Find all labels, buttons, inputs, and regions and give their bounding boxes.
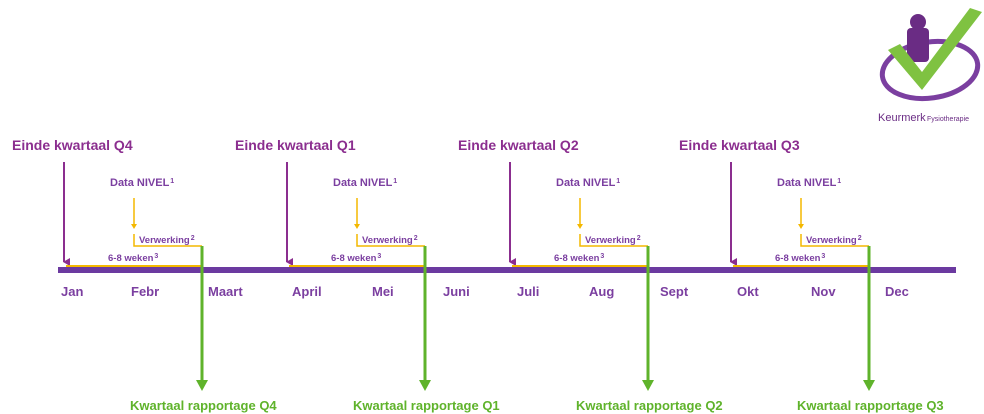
data-nivel-label-main: Data NIVEL xyxy=(333,177,393,189)
month-label: Sept xyxy=(660,284,689,299)
quarter-end-label-main: Einde kwartaal Q1 xyxy=(235,137,356,153)
processing-label: Verwerking2 xyxy=(806,235,862,247)
data-nivel-arrowhead-icon xyxy=(131,224,137,229)
logo-check-icon xyxy=(888,8,982,90)
quarter-end-label: Einde kwartaal Q1 xyxy=(235,137,356,153)
processing-label-sup: 2 xyxy=(858,235,862,242)
report-label-main: Kwartaal rapportage Q3 xyxy=(797,398,944,413)
logo-brand-text: Keurmerk xyxy=(878,112,926,124)
processing-label-main: Verwerking xyxy=(362,235,413,246)
report-label: Kwartaal rapportage Q3 xyxy=(797,398,944,413)
duration-label-sup: 3 xyxy=(600,253,604,260)
quarter-end-label: Einde kwartaal Q2 xyxy=(458,137,579,153)
duration-label-sup: 3 xyxy=(377,253,381,260)
month-label: April xyxy=(292,284,322,299)
report-arrowhead-icon xyxy=(419,380,431,391)
processing-bracket xyxy=(356,234,425,247)
report-label: Kwartaal rapportage Q1 xyxy=(353,398,500,413)
quarter-end-label-main: Einde kwartaal Q3 xyxy=(679,137,800,153)
month-label: Nov xyxy=(811,284,836,299)
duration-label: 6-8 weken3 xyxy=(108,253,158,265)
logo-sub-text: Fysiotherapie xyxy=(927,116,969,123)
processing-label-sup: 2 xyxy=(637,235,641,242)
duration-label: 6-8 weken3 xyxy=(554,253,604,265)
processing-label-sup: 2 xyxy=(414,235,418,242)
month-label: Juli xyxy=(517,284,539,299)
month-label: Dec xyxy=(885,284,909,299)
processing-bracket xyxy=(800,234,869,247)
processing-label-main: Verwerking xyxy=(585,235,636,246)
data-nivel-label: Data NIVEL1 xyxy=(777,177,841,189)
duration-label-sup: 3 xyxy=(154,253,158,260)
report-label-main: Kwartaal rapportage Q4 xyxy=(130,398,277,413)
report-label-main: Kwartaal rapportage Q2 xyxy=(576,398,723,413)
report-label: Kwartaal rapportage Q4 xyxy=(130,398,277,413)
timeline-bar xyxy=(58,267,956,273)
data-nivel-label: Data NIVEL1 xyxy=(110,177,174,189)
duration-label: 6-8 weken3 xyxy=(331,253,381,265)
duration-label-main: 6-8 weken xyxy=(331,253,377,264)
data-nivel-label: Data NIVEL1 xyxy=(333,177,397,189)
processing-bracket xyxy=(133,234,202,247)
report-arrowhead-icon xyxy=(196,380,208,391)
quarter-end-label: Einde kwartaal Q4 xyxy=(12,137,133,153)
processing-label: Verwerking2 xyxy=(362,235,418,247)
month-label: Febr xyxy=(131,284,159,299)
month-label: Mei xyxy=(372,284,394,299)
month-label: Juni xyxy=(443,284,470,299)
data-nivel-arrowhead-icon xyxy=(798,224,804,229)
keurmerk-logo: Keurmerk Fysiotherapie xyxy=(878,8,982,124)
processing-label-main: Verwerking xyxy=(139,235,190,246)
processing-label: Verwerking2 xyxy=(585,235,641,247)
data-nivel-arrowhead-icon xyxy=(354,224,360,229)
month-label: Aug xyxy=(589,284,614,299)
duration-label-main: 6-8 weken xyxy=(108,253,154,264)
duration-label-sup: 3 xyxy=(821,253,825,260)
logo-person-icon xyxy=(907,28,929,62)
report-label-main: Kwartaal rapportage Q1 xyxy=(353,398,500,413)
logo-person-head-icon xyxy=(910,14,926,30)
quarter-end-label-main: Einde kwartaal Q4 xyxy=(12,137,133,153)
duration-label: 6-8 weken3 xyxy=(775,253,825,265)
data-nivel-label-sup: 1 xyxy=(837,178,841,185)
data-nivel-label-main: Data NIVEL xyxy=(777,177,837,189)
month-label: Maart xyxy=(208,284,243,299)
processing-bracket xyxy=(579,234,648,247)
data-nivel-label-sup: 1 xyxy=(393,178,397,185)
data-nivel-label: Data NIVEL1 xyxy=(556,177,620,189)
duration-label-main: 6-8 weken xyxy=(775,253,821,264)
report-label: Kwartaal rapportage Q2 xyxy=(576,398,723,413)
processing-label: Verwerking2 xyxy=(139,235,195,247)
processing-label-sup: 2 xyxy=(191,235,195,242)
report-arrowhead-icon xyxy=(863,380,875,391)
quarter-end-label-main: Einde kwartaal Q2 xyxy=(458,137,579,153)
processing-label-main: Verwerking xyxy=(806,235,857,246)
data-nivel-label-sup: 1 xyxy=(170,178,174,185)
data-nivel-label-main: Data NIVEL xyxy=(110,177,170,189)
data-nivel-label-main: Data NIVEL xyxy=(556,177,616,189)
data-nivel-label-sup: 1 xyxy=(616,178,620,185)
quarter-end-label: Einde kwartaal Q3 xyxy=(679,137,800,153)
month-label: Jan xyxy=(61,284,83,299)
report-arrowhead-icon xyxy=(642,380,654,391)
data-nivel-arrowhead-icon xyxy=(577,224,583,229)
duration-label-main: 6-8 weken xyxy=(554,253,600,264)
month-label: Okt xyxy=(737,284,759,299)
